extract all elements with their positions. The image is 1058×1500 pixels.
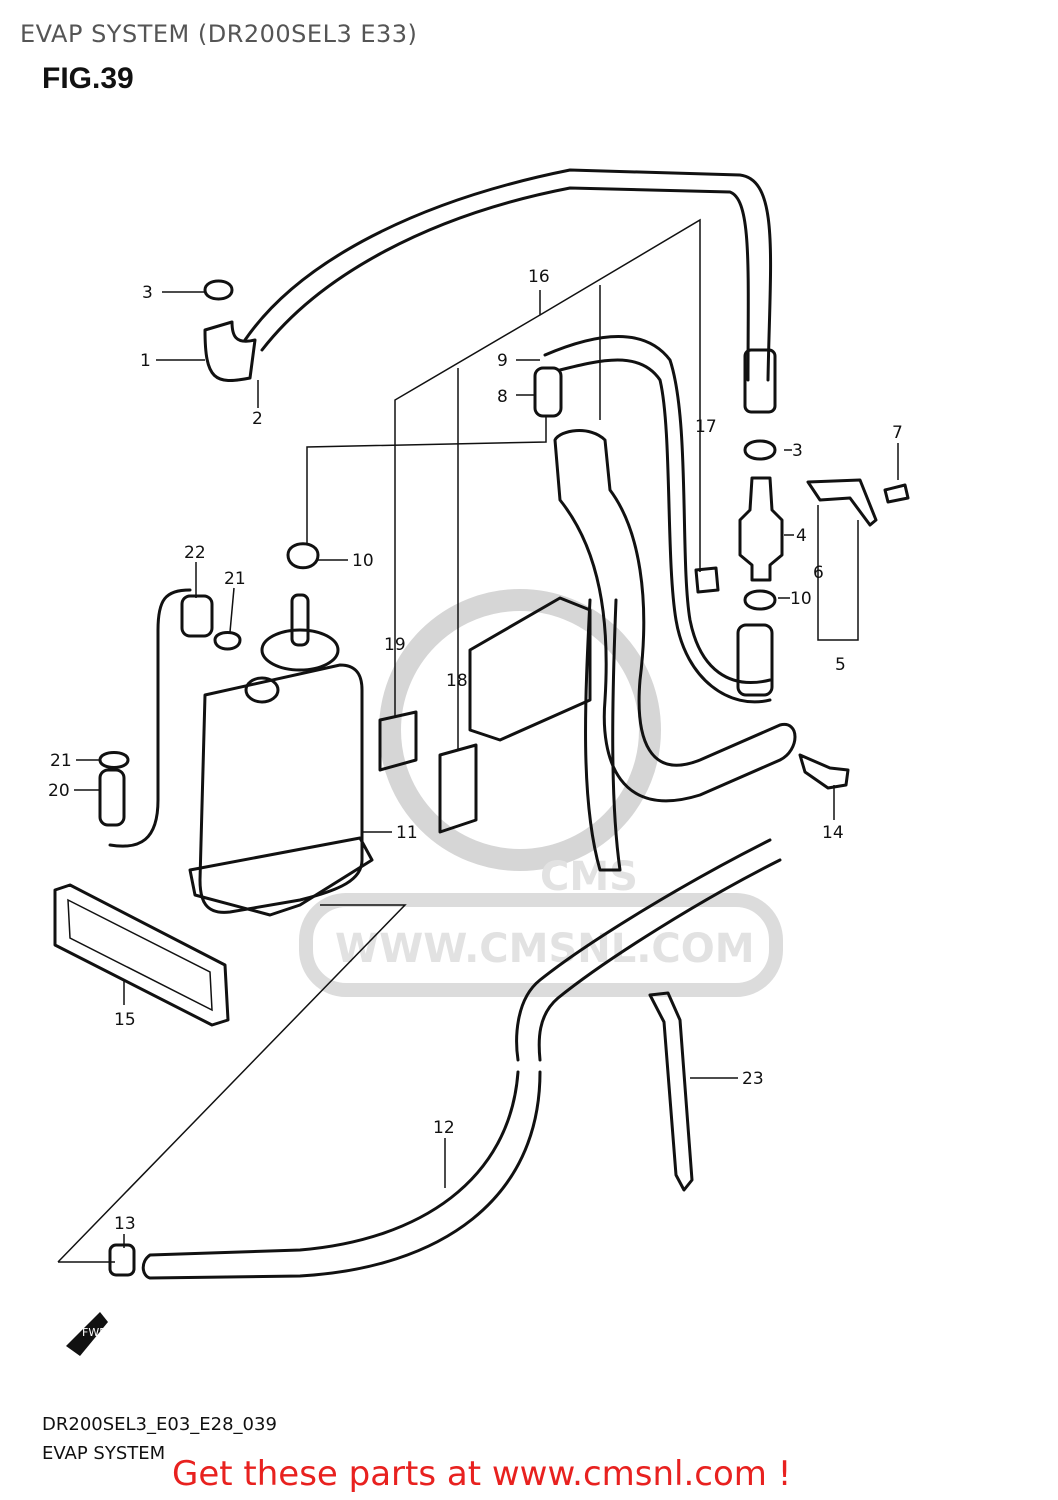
- upper-hose-inner: [260, 186, 750, 382]
- callout-labels: 3 1 2 16 9 8 17 3 7 4 6 10 5 10 22 21 19…: [48, 267, 903, 1234]
- strap-15: [53, 883, 230, 1027]
- callout-7: 7: [892, 423, 903, 443]
- callout-2: 2: [252, 409, 263, 429]
- callout-10a: 10: [352, 551, 374, 571]
- hose-end-fitting: [743, 348, 777, 414]
- canister-11: [198, 663, 364, 914]
- frame-tube: [584, 598, 622, 872]
- callout-1: 1: [140, 351, 151, 371]
- callout-5: 5: [835, 655, 846, 675]
- callout-20: 20: [48, 781, 70, 801]
- hose-12-b: [537, 858, 782, 1062]
- callout-3a: 3: [142, 283, 153, 303]
- fwd-label: FWD: [82, 1326, 108, 1339]
- callout-10b: 10: [790, 589, 812, 609]
- plate-bracket: [468, 596, 592, 742]
- callout-11: 11: [396, 823, 418, 843]
- valve-4: [738, 476, 784, 582]
- fitting-8: [533, 366, 563, 418]
- hose-12: [515, 838, 772, 1062]
- leader-lines: [57, 218, 899, 1263]
- watermark: CMS WWW.CMSNL.COM: [299, 589, 783, 997]
- canister-base: [188, 836, 374, 917]
- cable-tie-23: [648, 991, 694, 1192]
- callout-9: 9: [497, 351, 508, 371]
- callout-21a: 21: [224, 569, 246, 589]
- callout-18: 18: [446, 671, 468, 691]
- clamp-13: [108, 1243, 136, 1277]
- clamp-10-left: [286, 542, 320, 570]
- fwd-arrow-icon: FWD: [66, 1312, 108, 1356]
- watermark-brand: CMS: [540, 854, 638, 900]
- hose-9-inner: [558, 358, 772, 704]
- callout-23: 23: [742, 1069, 764, 1089]
- canister-port: [244, 676, 280, 704]
- callout-14: 14: [822, 823, 844, 843]
- figure-number: FIG.39: [42, 62, 134, 95]
- hose-12-lower: [141, 1070, 542, 1280]
- bracket-6: [806, 478, 878, 527]
- fitting-20: [98, 768, 126, 827]
- callout-4: 4: [796, 526, 807, 546]
- clip-17: [694, 566, 720, 594]
- callout-3b: 3: [792, 441, 803, 461]
- hose-20: [108, 588, 192, 848]
- callout-12: 12: [433, 1118, 455, 1138]
- clamp-21-top: [213, 631, 242, 651]
- clamp-21-left: [98, 751, 130, 769]
- callout-17: 17: [695, 417, 717, 437]
- strap-15-inner: [67, 898, 213, 1012]
- canister-cap: [260, 628, 340, 672]
- bolt-7: [883, 483, 910, 504]
- callout-15: 15: [114, 1010, 136, 1030]
- page-title: EVAP SYSTEM (DR200SEL3 E33): [20, 20, 418, 48]
- canister-nozzle: [290, 593, 310, 647]
- callout-6: 6: [813, 563, 824, 583]
- callout-8: 8: [497, 387, 508, 407]
- bolt-14: [798, 753, 850, 790]
- clamp-3-right: [743, 439, 777, 461]
- callout-21b: 21: [50, 751, 72, 771]
- watermark-url: WWW.CMSNL.COM: [335, 926, 755, 972]
- callout-16: 16: [528, 267, 550, 287]
- upper-hose: [243, 168, 773, 382]
- diagram-code: DR200SEL3_E03_E28_039: [42, 1414, 277, 1435]
- fitting-22: [180, 594, 214, 638]
- frame-bracket: [553, 429, 797, 803]
- clamp-3-top: [203, 279, 234, 301]
- promo-link[interactable]: Get these parts at www.cmsnl.com !: [172, 1454, 792, 1494]
- hose-9: [543, 335, 772, 684]
- fitting-5: [736, 623, 774, 697]
- callout-19: 19: [384, 635, 406, 655]
- label-18: [438, 743, 478, 834]
- diagram-system-name: EVAP SYSTEM: [42, 1443, 166, 1464]
- elbow-1: [203, 320, 257, 382]
- callout-22: 22: [184, 543, 206, 563]
- clamp-10-right: [743, 589, 777, 611]
- callout-13: 13: [114, 1214, 136, 1234]
- label-19: [378, 710, 418, 772]
